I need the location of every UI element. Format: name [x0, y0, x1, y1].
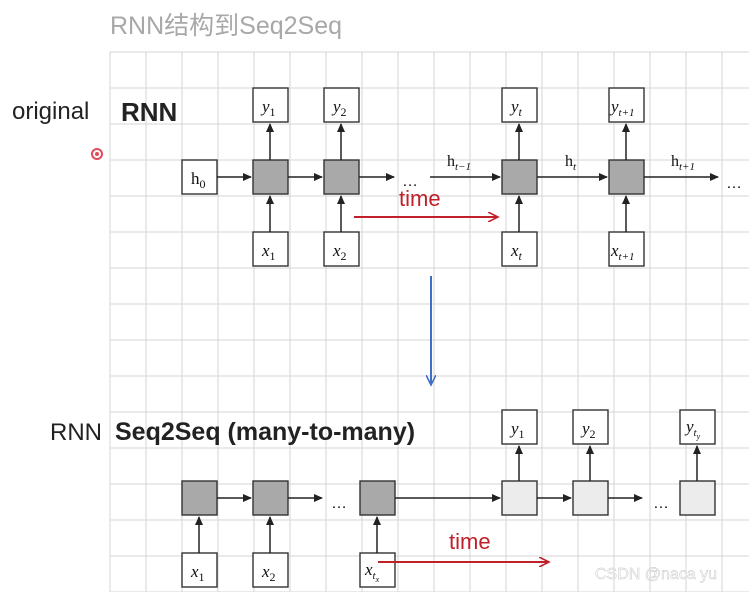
original-label: original [12, 98, 89, 125]
recording-dot-icon [91, 148, 103, 160]
x-box-1: x1 [252, 231, 289, 267]
label-h-t: ht [565, 153, 577, 173]
csdn-watermark: CSDN @naca yu [595, 566, 717, 583]
ellipsis-encoder: … [331, 495, 347, 512]
decoder-cell-2 [572, 480, 609, 516]
encoder-cell-2 [252, 480, 289, 516]
y-box-t: yt [501, 87, 538, 123]
h0-text: h0 [0, 0, 2, 1]
encoder-x-box-tx: xtx [359, 552, 396, 588]
y-box-1: y1 [252, 87, 289, 123]
time-label-top: time [399, 186, 441, 211]
decoder-cell-1 [501, 480, 538, 516]
h0-box: h0 [181, 159, 218, 195]
encoder-cell-1 [181, 480, 218, 516]
ellipsis-mid: … [402, 173, 418, 190]
rnn-cell-2 [323, 159, 360, 195]
rnn-side-label: RNN [50, 419, 102, 446]
seq2seq-heading: Seq2Seq (many-to-many) [115, 418, 415, 446]
rnn-cell-t [501, 159, 538, 195]
x-box-t1: xt+1 [608, 231, 645, 267]
y-box-t1: yt+1 [608, 87, 645, 123]
ellipsis-end: … [726, 175, 742, 192]
decoder-y-box-1: y1 [501, 409, 538, 445]
rnn-cell-t1 [608, 159, 645, 195]
x-box-2: x2 [323, 231, 360, 267]
encoder-x-box-2: x2 [252, 552, 289, 588]
ellipsis-decoder: … [653, 495, 669, 512]
y-box-2: y2 [323, 87, 360, 123]
rnn-heading: RNN [121, 97, 177, 127]
label-h-t1: ht+1 [671, 153, 695, 173]
decoder-y-box-ty: yty [679, 409, 716, 445]
decoder-cell-ty [679, 480, 716, 516]
slide-title: RNN结构到Seq2Seq [110, 12, 342, 40]
time-label-bottom: time [449, 529, 491, 554]
x-box-t: xt [501, 231, 538, 267]
recording-dot-center [95, 152, 99, 156]
decoder-y-box-2: y2 [572, 409, 609, 445]
encoder-cell-tx [359, 480, 396, 516]
rnn-cell-1 [252, 159, 289, 195]
label-h-t-1: ht−1 [447, 153, 471, 173]
encoder-x-box-1: x1 [181, 552, 218, 588]
